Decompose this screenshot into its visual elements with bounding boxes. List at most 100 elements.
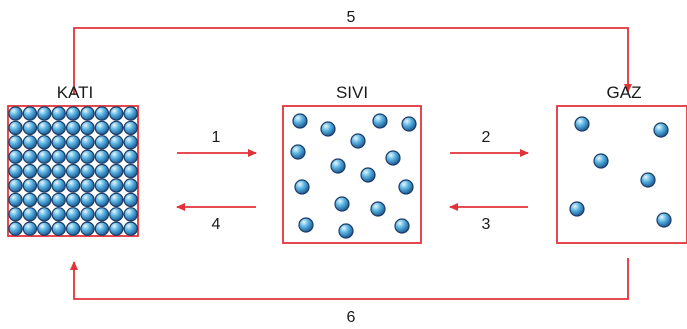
transition-label-6: 6 — [347, 309, 356, 326]
liquid-particle — [298, 217, 314, 233]
solid-particle — [8, 149, 23, 164]
solid-particle — [8, 192, 23, 208]
liquid-particle — [338, 223, 354, 239]
solid-particle — [65, 178, 81, 193]
solid-particle — [94, 178, 110, 193]
solid-particle — [8, 163, 23, 179]
solid-particle — [37, 221, 52, 236]
solid-particle — [65, 149, 81, 164]
liquid-particle — [370, 201, 386, 217]
solid-particle — [22, 149, 38, 164]
solid-particle — [123, 192, 138, 208]
solid-particle — [109, 149, 124, 164]
solid-particle — [37, 120, 52, 136]
solid-particle — [94, 149, 110, 164]
transition-label-1: 1 — [212, 129, 221, 146]
gas-particle — [640, 172, 656, 188]
liquid-particle — [294, 179, 310, 195]
solid-particle — [22, 135, 38, 150]
solid-particle — [94, 163, 110, 179]
solid-particle — [8, 221, 23, 236]
transition-label-4: 4 — [212, 216, 221, 233]
solid-particle — [51, 221, 66, 236]
solid-particle — [94, 207, 110, 222]
solid-particle — [65, 120, 81, 136]
solid-particle — [65, 221, 81, 236]
liquid-particle — [292, 113, 308, 129]
solid-particle — [80, 135, 95, 150]
solid-particle — [109, 106, 124, 121]
liquid-particle — [320, 121, 336, 137]
solid-particle — [80, 149, 95, 164]
liquid-particle — [401, 116, 417, 132]
solid-particle — [8, 207, 23, 222]
liquid-particle — [398, 179, 414, 195]
solid-particle — [37, 178, 52, 193]
solid-particle — [8, 120, 23, 136]
solid-particles — [8, 106, 138, 236]
gas-particle — [656, 212, 672, 228]
solid-particle — [94, 192, 110, 208]
sublimation-arrow — [73, 27, 632, 95]
solid-particle — [94, 221, 110, 236]
solid-particle — [80, 221, 95, 236]
solid-particle — [94, 120, 110, 136]
solid-particle — [109, 120, 124, 136]
solid-particle — [123, 207, 138, 222]
gas-particle — [574, 116, 590, 132]
solid-particle — [37, 135, 52, 150]
liquid-particles — [290, 113, 417, 239]
liquid-particle — [394, 218, 410, 234]
solid-particle — [80, 192, 95, 208]
solid-particle — [94, 135, 110, 150]
solid-particle — [94, 106, 110, 121]
solid-particle — [123, 149, 138, 164]
solid-particle — [51, 192, 66, 208]
solid-particle — [37, 192, 52, 208]
solid-particle — [8, 135, 23, 150]
solid-particle — [65, 135, 81, 150]
solid-particle — [123, 120, 138, 136]
solid-particle — [37, 163, 52, 179]
solid-particle — [37, 207, 52, 222]
liquid-particle — [360, 167, 376, 183]
solid-particle — [109, 135, 124, 150]
solid-particle — [22, 163, 38, 179]
solid-particle — [109, 207, 124, 222]
gas-particle — [653, 122, 669, 138]
deposition-arrow — [70, 258, 629, 300]
gas-particle — [569, 201, 585, 217]
solid-particle — [65, 192, 81, 208]
solid-particle — [123, 221, 138, 236]
transition-label-2: 2 — [482, 129, 491, 146]
solid-particle — [51, 135, 66, 150]
solid-particle — [22, 221, 38, 236]
solid-particle — [51, 106, 66, 121]
solid-particle — [8, 106, 23, 121]
solid-particle — [37, 106, 52, 121]
transition-label-3: 3 — [482, 216, 491, 233]
solid-particle — [123, 163, 138, 179]
liquid-particle — [290, 144, 306, 160]
solid-particle — [8, 178, 23, 193]
solid-particle — [80, 120, 95, 136]
solid-particle — [109, 192, 124, 208]
solid-title: KATI — [57, 83, 94, 102]
liquid-title: SIVI — [336, 83, 368, 102]
liquid-particle — [330, 158, 346, 174]
gas-title: GAZ — [607, 83, 642, 102]
solid-particle — [22, 120, 38, 136]
solid-particle — [109, 221, 124, 236]
solid-particle — [65, 106, 81, 121]
solid-particle — [22, 106, 38, 121]
liquid-particle — [350, 133, 366, 149]
solid-particle — [80, 207, 95, 222]
solid-particle — [51, 163, 66, 179]
solid-particle — [65, 207, 81, 222]
liquid-particle — [334, 196, 350, 212]
solid-particle — [123, 178, 138, 193]
gas-particles — [569, 116, 672, 228]
solid-particle — [51, 207, 66, 222]
solid-particle — [123, 135, 138, 150]
